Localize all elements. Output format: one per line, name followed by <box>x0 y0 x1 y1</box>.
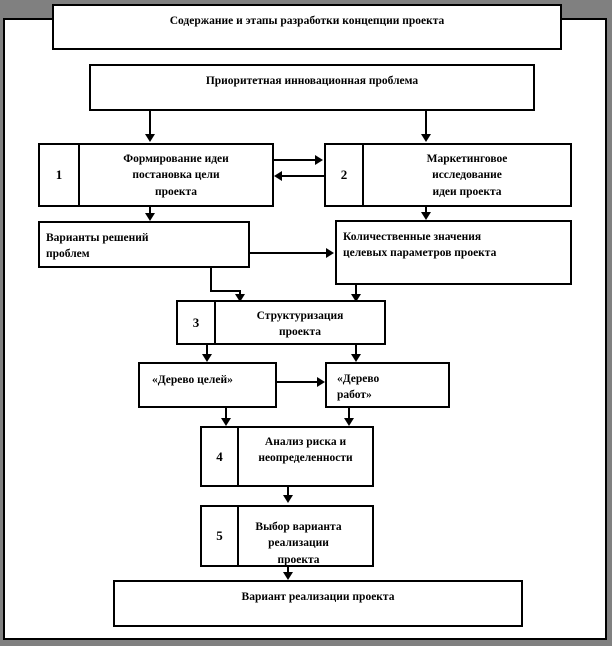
arrowhead-options-to-structuring <box>235 294 245 302</box>
arrowhead-step1-to-step2 <box>315 155 323 165</box>
edge-structuring-to-worktree <box>355 345 357 357</box>
arrowhead-step2-to-step1 <box>274 171 282 181</box>
node-step-2-number-cell: 2 <box>326 145 364 205</box>
node-goal-tree: «Дерево целей» <box>138 362 277 408</box>
edge-step2-to-quant <box>425 207 427 215</box>
node-quantitative-values-line1: Количественные значения <box>343 231 482 243</box>
node-step-1-label: Формирование идеи постановка цели проект… <box>123 145 229 200</box>
arrowhead-goaltree-to-worktree <box>317 377 325 387</box>
edge-risk-to-choice <box>287 487 289 499</box>
node-step-3-body: Структуризация проекта <box>216 302 384 343</box>
node-step-3-number-cell: 3 <box>178 302 216 343</box>
edge-structuring-to-goaltree <box>206 345 208 357</box>
node-step-3: 3 Структуризация проекта <box>176 300 386 345</box>
node-step-2-label: Маркетинговое исследование идеи проекта <box>427 145 508 200</box>
arrowhead-step2-to-quant <box>421 212 431 220</box>
edge-worktree-to-risk <box>348 408 350 420</box>
node-work-tree-line2: работ» <box>337 389 372 402</box>
node-priority-problem-label: Приоритетная инновационная проблема <box>205 75 419 87</box>
arrowhead-problem-to-step2 <box>421 134 431 142</box>
node-step-3-line2: проекта <box>278 326 322 339</box>
node-step-2: 2 Маркетинговое исследование идеи проект… <box>324 143 572 207</box>
node-step-1-line2: постановка цели <box>132 169 220 182</box>
node-step-4: 4 Анализ риска и неопределенности <box>200 426 374 487</box>
node-solution-options: Варианты решений проблем <box>38 221 250 268</box>
edge-options-to-quant <box>250 252 327 254</box>
arrowhead-problem-to-step1 <box>145 134 155 142</box>
node-step-5-number-cell: 5 <box>202 507 239 565</box>
arrowhead-goaltree-to-risk <box>221 418 231 426</box>
node-step-4-number: 4 <box>216 448 223 464</box>
arrowhead-quant-to-structuring <box>351 294 361 302</box>
node-step-5-line1: Выбор варианта <box>255 521 342 533</box>
node-quantitative-values-label: Количественные значения целевых параметр… <box>337 222 496 262</box>
node-step-1-line1: Формирование идеи <box>123 153 229 165</box>
node-solution-options-line1: Варианты решений <box>46 232 149 244</box>
arrowhead-choice-to-result <box>283 572 293 580</box>
edge-problem-to-step2 <box>425 111 427 136</box>
node-step-4-line2: неопределенности <box>258 452 353 465</box>
edge-options-down <box>210 268 212 292</box>
node-step-3-number: 3 <box>192 314 200 330</box>
node-step-2-line2: исследование <box>432 169 502 182</box>
node-step-4-body: Анализ риска и неопределенности <box>239 428 372 485</box>
node-work-tree-line1: «Дерево <box>337 373 380 385</box>
node-result-label: Вариант реализации проекта <box>241 591 395 603</box>
arrowhead-worktree-to-risk <box>344 418 354 426</box>
node-solution-options-label: Варианты решений проблем <box>40 223 149 263</box>
node-step-3-line1: Структуризация <box>256 310 344 322</box>
arrowhead-risk-to-choice <box>283 495 293 503</box>
edge-step2-to-step1 <box>282 175 324 177</box>
diagram-title-text: Содержание и этапы разработки концепции … <box>169 15 445 27</box>
node-step-3-label: Структуризация проекта <box>257 302 344 341</box>
node-step-1-number: 1 <box>55 167 63 182</box>
edge-goaltree-to-worktree <box>277 381 318 383</box>
node-step-5-label: Выбор варианта реализации проекта <box>221 513 376 568</box>
node-result: Вариант реализации проекта <box>113 580 523 627</box>
node-step-1: 1 Формирование идеи постановка цели прое… <box>38 143 274 207</box>
node-work-tree: «Дерево работ» <box>325 362 450 408</box>
arrowhead-step1-to-options <box>145 213 155 221</box>
edge-step1-to-step2 <box>274 159 316 161</box>
node-solution-options-line2: проблем <box>46 248 90 261</box>
node-step-1-body: Формирование идеи постановка цели проект… <box>80 145 272 205</box>
edge-options-down-h <box>210 290 241 292</box>
arrowhead-structuring-to-goaltree <box>202 354 212 362</box>
node-step-5: 5 Выбор варианта реализации проекта <box>200 505 374 567</box>
node-step-4-line1: Анализ риска и <box>264 436 347 448</box>
node-step-2-line1: Маркетинговое <box>426 153 508 165</box>
node-step-1-number-cell: 1 <box>40 145 80 205</box>
node-step-5-line2: реализации <box>268 537 329 550</box>
node-step-5-number: 5 <box>216 528 223 543</box>
node-step-4-label: Анализ риска и неопределенности <box>258 428 352 467</box>
edge-step1-to-options <box>149 207 151 215</box>
edge-quant-to-structuring <box>355 285 357 301</box>
node-step-5-line3: проекта <box>277 553 320 566</box>
node-goal-tree-label: «Дерево целей» <box>152 374 233 386</box>
diagram-title-box: Содержание и этапы разработки концепции … <box>52 4 562 50</box>
node-step-2-number: 2 <box>340 167 348 182</box>
node-quantitative-values-line2: целевых параметров проекта <box>343 247 497 260</box>
arrowhead-structuring-to-worktree <box>351 354 361 362</box>
node-step-2-body: Маркетинговое исследование идеи проекта <box>364 145 570 205</box>
node-step-1-line3: проекта <box>154 185 198 198</box>
arrowhead-options-to-quant <box>326 248 334 258</box>
node-quantitative-values: Количественные значения целевых параметр… <box>335 220 572 285</box>
edge-problem-to-step1 <box>149 111 151 136</box>
node-work-tree-label: «Дерево работ» <box>327 364 379 404</box>
node-step-4-number-cell: 4 <box>202 428 239 485</box>
edge-goaltree-to-risk <box>225 408 227 420</box>
node-step-2-line3: идеи проекта <box>432 185 502 198</box>
node-priority-problem: Приоритетная инновационная проблема <box>89 64 535 111</box>
node-step-5-body: Выбор варианта реализации проекта <box>239 507 372 566</box>
